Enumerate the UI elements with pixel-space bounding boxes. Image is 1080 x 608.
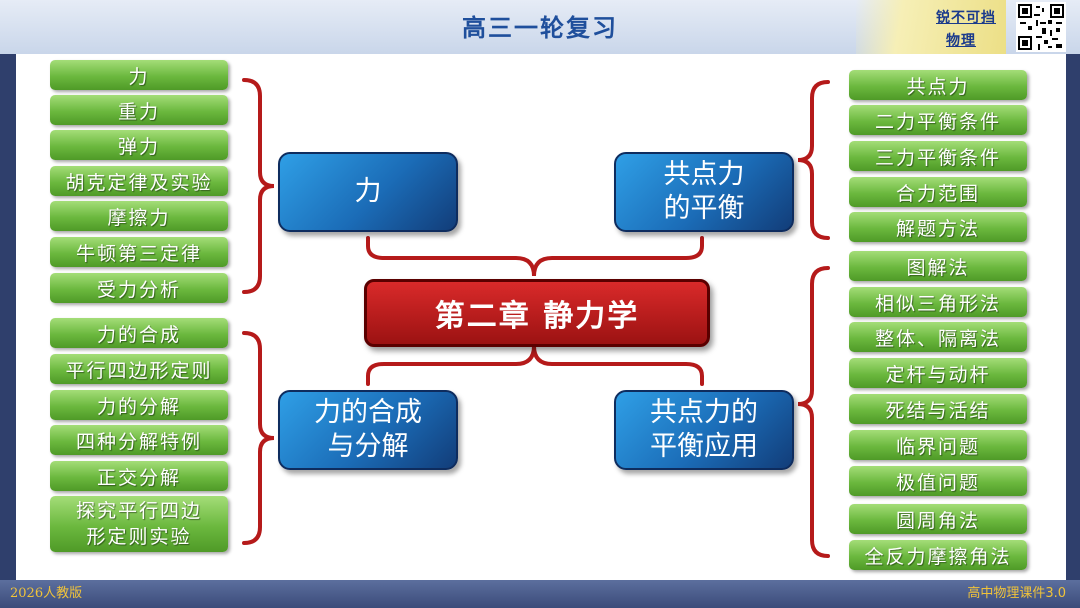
- connector-top: [366, 236, 704, 277]
- leaf-item: 临界问题: [849, 430, 1027, 460]
- topic-force: 力: [278, 152, 458, 232]
- chapter-title: 第二章 静力学: [364, 279, 710, 347]
- leaf-item: 探究平行四边 形定则实验: [50, 496, 228, 552]
- leaf-item: 共点力: [849, 70, 1027, 100]
- leaf-item: 四种分解特例: [50, 425, 228, 455]
- leaf-item: 重力: [50, 95, 228, 125]
- leaf-item: 图解法: [849, 251, 1027, 281]
- brace-equilibrium: [797, 80, 830, 240]
- leaf-item: 相似三角形法: [849, 287, 1027, 317]
- leaf-item: 极值问题: [849, 466, 1027, 496]
- page-title: 高三一轮复习: [462, 14, 618, 42]
- leaf-item: 摩擦力: [50, 201, 228, 231]
- leaf-item: 正交分解: [50, 461, 228, 491]
- leaf-item: 牛顿第三定律: [50, 237, 228, 267]
- leaf-item: 二力平衡条件: [849, 105, 1027, 135]
- brace-composition: [242, 331, 275, 545]
- topic-equilibrium: 共点力 的平衡: [614, 152, 794, 232]
- leaf-item: 力: [50, 60, 228, 90]
- leaf-item: 平行四边形定则: [50, 354, 228, 384]
- brand-line-1: 锐不可挡: [936, 10, 996, 26]
- leaf-item: 解题方法: [849, 212, 1027, 242]
- brace-force: [242, 78, 275, 294]
- leaf-item: 三力平衡条件: [849, 141, 1027, 171]
- leaf-item: 整体、隔离法: [849, 322, 1027, 352]
- leaf-item: 受力分析: [50, 273, 228, 303]
- topic-composition: 力的合成 与分解: [278, 390, 458, 470]
- leaf-item: 胡克定律及实验: [50, 166, 228, 196]
- brand-banner: [856, 0, 1006, 54]
- edition-label: 2026人教版: [10, 586, 83, 601]
- leaf-item: 合力范围: [849, 177, 1027, 207]
- leaf-item: 死结与活结: [849, 394, 1027, 424]
- leaf-item: 弹力: [50, 130, 228, 160]
- footer-bar: [0, 580, 1080, 608]
- courseware-label: 高中物理课件3.0: [967, 586, 1066, 601]
- qr-code-icon: [1016, 2, 1066, 52]
- brace-application: [797, 266, 830, 558]
- leaf-item: 力的分解: [50, 390, 228, 420]
- leaf-item: 圆周角法: [849, 504, 1027, 534]
- leaf-item: 定杆与动杆: [849, 358, 1027, 388]
- topic-application: 共点力的 平衡应用: [614, 390, 794, 470]
- leaf-item: 全反力摩擦角法: [849, 540, 1027, 570]
- brand-line-2: 物理: [946, 33, 976, 49]
- connector-bottom: [366, 345, 704, 386]
- leaf-item: 力的合成: [50, 318, 228, 348]
